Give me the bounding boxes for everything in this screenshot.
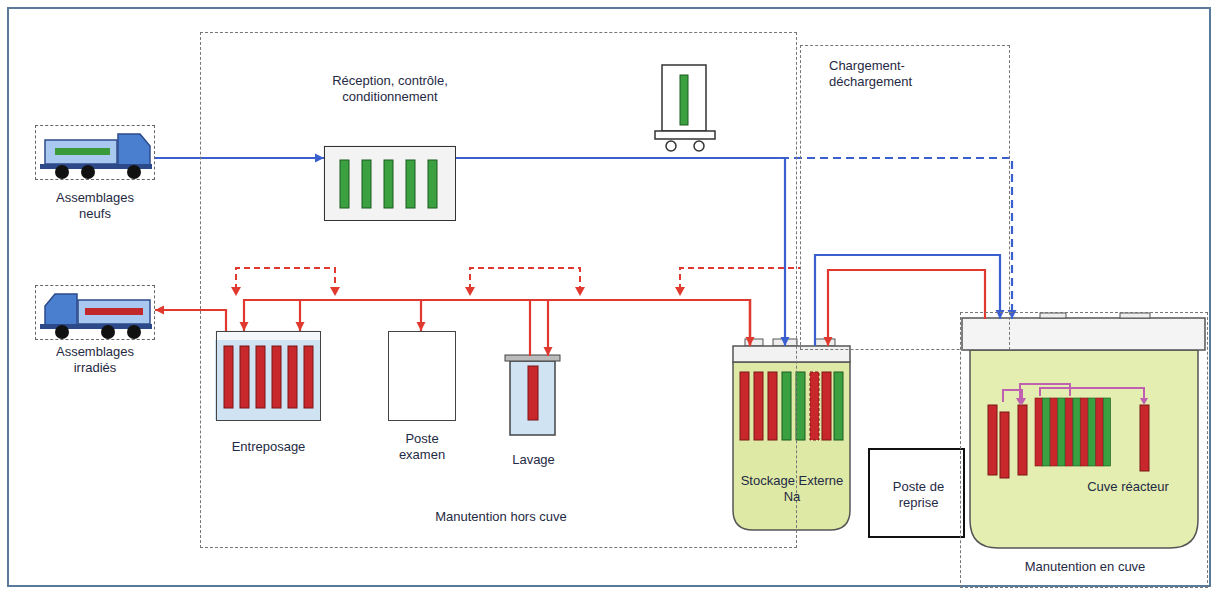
truck-new xyxy=(40,134,152,179)
region-box: Chargement-déchargement xyxy=(800,45,1010,350)
stored-assemblies xyxy=(224,346,313,408)
node-outline xyxy=(388,331,456,421)
node-label: Assemblages neufs xyxy=(50,190,140,222)
node-label: Réception, contrôle, conditionnement xyxy=(319,73,461,105)
node-outline xyxy=(506,356,561,436)
connector-line xyxy=(456,158,1012,319)
node-label: Manutention hors cuve xyxy=(331,509,671,525)
sodium-vessel: Stockage Externe Na xyxy=(726,341,859,531)
flow-connector xyxy=(417,300,755,346)
reactor-vessel xyxy=(962,313,1205,548)
flow-connector xyxy=(815,255,1005,346)
arrow-head xyxy=(781,337,790,346)
arrow-head xyxy=(417,322,426,331)
in-vessel-heads xyxy=(1016,398,1148,405)
transfer-positions xyxy=(988,405,1149,478)
storage-fill xyxy=(215,330,320,420)
node-label: Poste de reprise xyxy=(878,479,959,511)
connector-line xyxy=(421,300,750,346)
node-outline xyxy=(963,319,1206,551)
core-assembly xyxy=(1050,398,1057,466)
truck-box: Assemblages irradiés xyxy=(30,280,160,390)
flow-connector xyxy=(456,158,1017,319)
reactor-core xyxy=(1035,398,1111,466)
arrow-head xyxy=(155,306,164,315)
node-label: Entreposage xyxy=(211,439,326,455)
core-assembly xyxy=(1096,398,1103,466)
connector-line xyxy=(456,158,785,346)
flow-connector xyxy=(296,300,531,356)
core-assembly xyxy=(1081,398,1088,466)
truck-box: Assemblages neufs xyxy=(30,120,160,235)
connector-line xyxy=(548,300,750,356)
connector-line xyxy=(244,300,750,346)
node-label: Poste examen xyxy=(392,431,452,463)
sodium-storage-vessel xyxy=(733,339,850,530)
storage-box: Entreposage xyxy=(211,331,326,466)
node-label: Cuve réacteur xyxy=(1068,479,1188,495)
core-assembly xyxy=(1035,398,1042,466)
core-assembly xyxy=(1065,398,1072,466)
region-box: Manutention en cuve Cuve réacteur xyxy=(960,312,1208,588)
truck-irradiated xyxy=(40,294,152,339)
arrow-head xyxy=(240,322,249,331)
region-box: Manutention hors cuve Réception, contrôle… xyxy=(200,32,797,548)
core-assembly xyxy=(1043,398,1050,466)
arrow-head xyxy=(315,154,324,163)
bypass-heads xyxy=(231,287,685,296)
transfer-cart xyxy=(655,65,715,151)
core-assembly xyxy=(1058,398,1065,466)
new-assemblies xyxy=(340,160,437,208)
core-assembly xyxy=(1088,398,1095,466)
connector-line xyxy=(155,310,226,331)
process-box: Poste de reprise xyxy=(868,448,965,538)
washing-pit xyxy=(505,355,560,435)
process-box: Poste examen xyxy=(381,331,463,481)
arrow-head xyxy=(544,347,553,356)
core-assembly xyxy=(1073,398,1080,466)
reception-fill xyxy=(323,145,455,220)
node-outline xyxy=(35,125,155,180)
process-box: Réception, contrôle, conditionnement xyxy=(319,71,461,223)
connector-line xyxy=(828,270,985,346)
node-label: Chargement-déchargement xyxy=(829,58,929,90)
core-assembly xyxy=(1103,398,1110,466)
reactor-vessel: Cuve réacteur xyxy=(963,319,1206,551)
flow-connector xyxy=(544,300,751,356)
flow-connector xyxy=(456,158,790,346)
connector-line xyxy=(155,157,324,159)
washing-pit: Lavage xyxy=(496,356,571,476)
node-outline xyxy=(324,146,456,221)
node-outline xyxy=(35,285,155,340)
node-label: Stockage Externe Na xyxy=(737,473,847,505)
frame xyxy=(8,8,1210,586)
arrow-head xyxy=(824,337,833,346)
arrow-head xyxy=(296,322,305,331)
connector-line xyxy=(815,255,1000,346)
flow-connector xyxy=(240,300,751,346)
exam-fill xyxy=(387,330,455,420)
node-label: Lavage xyxy=(496,452,571,468)
bypass-loops xyxy=(236,268,800,290)
node-outline xyxy=(216,331,321,421)
flow-connector xyxy=(155,306,226,332)
node-label: Manutention en cuve xyxy=(961,559,1209,575)
flow-connector xyxy=(155,154,324,163)
connector-line xyxy=(300,300,530,356)
node-label: Assemblages irradiés xyxy=(50,344,140,376)
